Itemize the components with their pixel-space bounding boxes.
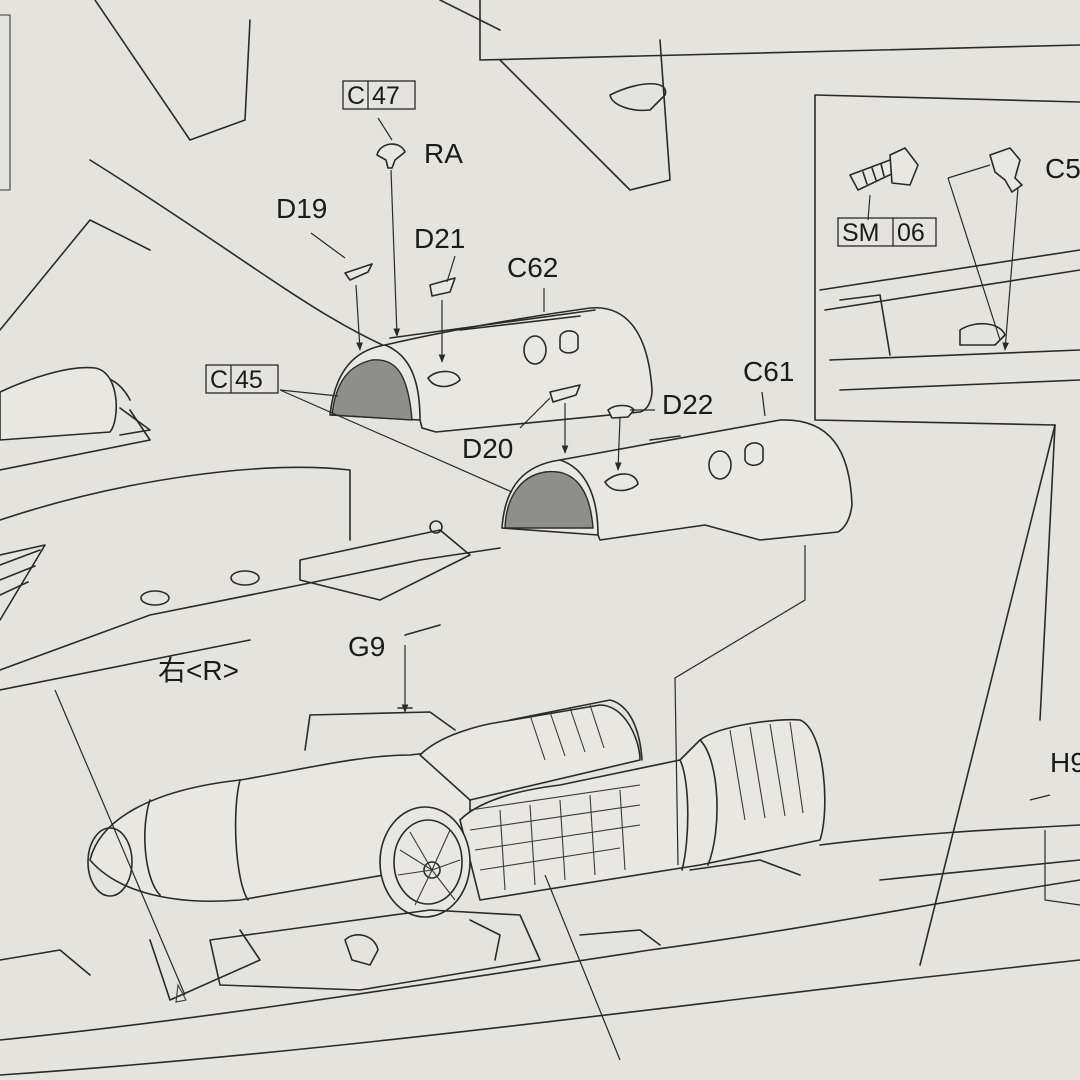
callout-d19: D19	[276, 193, 327, 224]
callout-ra: RA	[424, 138, 463, 169]
callout-d21: D21	[414, 223, 465, 254]
callout-c47: C 47	[342, 80, 416, 110]
callout-c45: C 45	[205, 364, 279, 394]
callout-labels: C 47 RA D19 D21 C62 C 45 D20 D22 C61 SM …	[158, 80, 1080, 778]
callout-d20: D20	[462, 433, 513, 464]
part-ra	[376, 143, 406, 169]
part-d21	[429, 277, 456, 297]
callout-h9: H9	[1050, 747, 1080, 778]
part-d19	[344, 263, 373, 281]
small-parts	[344, 143, 635, 419]
part-left-cylinder	[0, 366, 151, 441]
engine-assembly	[87, 624, 826, 918]
svg-text:45: 45	[235, 366, 263, 394]
part-d20	[549, 384, 581, 403]
part-c62-cover	[329, 307, 653, 433]
label-right-side: 右<R>	[158, 655, 239, 686]
leader-lines	[54, 117, 1080, 1061]
lower-bay	[0, 859, 801, 1003]
svg-text:C: C	[347, 82, 365, 110]
part-c5	[989, 147, 1023, 193]
callout-sm06: SM 06	[837, 217, 937, 247]
part-c61-cover	[501, 419, 853, 541]
callout-c62: C62	[507, 252, 558, 283]
part-sm06	[849, 147, 919, 191]
upper-structure	[439, 0, 1080, 191]
callout-c61: C61	[743, 356, 794, 387]
svg-text:06: 06	[897, 219, 925, 247]
svg-text:SM: SM	[842, 219, 880, 247]
detail-inset-frame	[814, 94, 1080, 966]
svg-text:47: 47	[372, 82, 400, 110]
callout-d22: D22	[662, 389, 713, 420]
part-d22	[607, 404, 635, 419]
callout-g9: G9	[348, 631, 385, 662]
svg-text:C: C	[210, 366, 228, 394]
callout-c5: C5	[1045, 153, 1080, 184]
